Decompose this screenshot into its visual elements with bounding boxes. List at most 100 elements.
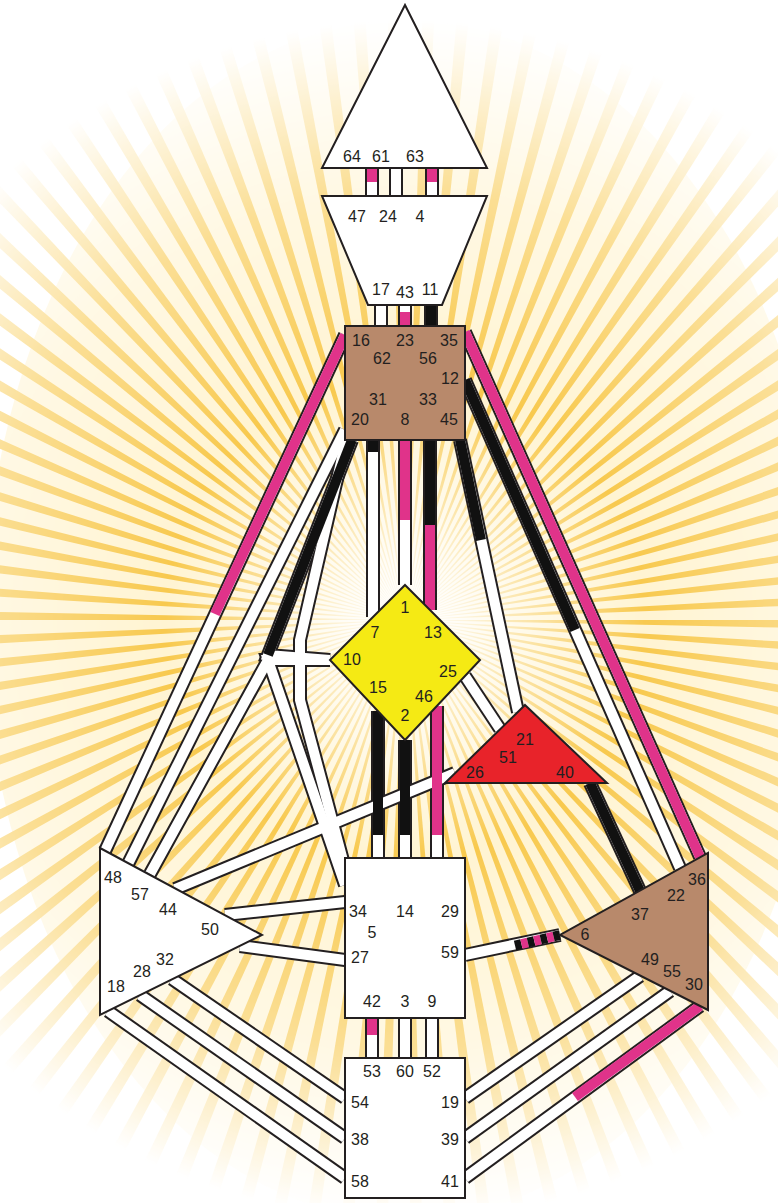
gate-number: 36 xyxy=(688,872,706,888)
gate-number: 15 xyxy=(369,680,387,696)
gate-number: 1 xyxy=(401,600,410,616)
gate-number: 54 xyxy=(351,1095,369,1111)
channel xyxy=(371,711,385,858)
gate-number: 26 xyxy=(466,765,484,781)
gate-number: 61 xyxy=(372,149,390,165)
gate-number: 62 xyxy=(373,351,391,367)
activation-stripe xyxy=(515,944,521,946)
gate-number: 9 xyxy=(428,994,437,1010)
center-outline xyxy=(100,848,262,1015)
activation xyxy=(425,440,435,525)
channel xyxy=(366,440,380,617)
gate-number: 57 xyxy=(131,887,149,903)
gate-number: 34 xyxy=(349,904,367,920)
channel xyxy=(423,440,437,610)
gate-number: 8 xyxy=(401,412,410,428)
gate-number: 30 xyxy=(685,977,703,993)
energy-center: 341429527594239 xyxy=(345,858,465,1018)
activation-stripe xyxy=(547,937,553,939)
channel-fill xyxy=(426,305,436,326)
activation xyxy=(425,525,435,610)
gate-number: 43 xyxy=(396,285,414,301)
channel xyxy=(398,740,412,858)
gate-number: 38 xyxy=(351,1132,369,1148)
energy-center: 3622 37 6 495530 xyxy=(560,853,708,1010)
channel xyxy=(590,783,640,891)
gate-number: 6 xyxy=(581,927,590,943)
channel-fill xyxy=(400,740,410,858)
channel-fill xyxy=(465,380,680,868)
gate-number: 27 xyxy=(351,950,369,966)
gate-number: 42 xyxy=(363,994,381,1010)
channel-fill xyxy=(108,1011,345,1178)
channel-fill xyxy=(391,168,401,196)
channel-fill xyxy=(465,991,670,1138)
activation-stripe xyxy=(528,941,534,943)
activation xyxy=(400,740,410,835)
activation xyxy=(465,380,575,630)
energy-center: 48574450322818 xyxy=(100,848,262,1015)
channel-fill xyxy=(376,305,386,326)
gate-number: 58 xyxy=(351,1174,369,1190)
gate-number: 3 xyxy=(401,994,410,1010)
channel xyxy=(425,168,439,196)
energy-center: 646163 xyxy=(322,5,487,168)
channel-fill xyxy=(432,706,442,858)
channel-fills xyxy=(105,168,700,1178)
gate-number: 63 xyxy=(406,149,424,165)
energy-center: 1713102515462 xyxy=(330,585,480,740)
channel-fill xyxy=(367,1018,377,1058)
center-outline xyxy=(345,1058,465,1198)
gate-number: 32 xyxy=(156,952,174,968)
gate-number: 44 xyxy=(159,902,177,918)
channel xyxy=(430,706,444,858)
channel-fill xyxy=(465,676,500,729)
activation xyxy=(432,706,442,835)
gate-number: 22 xyxy=(667,888,685,904)
activation xyxy=(460,440,481,540)
channel-fill xyxy=(425,440,435,610)
gate-number: 31 xyxy=(369,392,387,408)
gate-number: 39 xyxy=(441,1132,459,1148)
gate-number: 49 xyxy=(641,952,659,968)
activation xyxy=(575,1006,700,1097)
channel-fill xyxy=(590,783,640,891)
gate-number: 40 xyxy=(556,765,574,781)
channel xyxy=(108,1011,345,1178)
channel-fill xyxy=(373,711,383,858)
gate-number: 18 xyxy=(107,979,125,995)
channel-fill xyxy=(268,660,345,885)
gate-number: 50 xyxy=(201,922,219,938)
channel xyxy=(398,305,412,326)
gate-number: 7 xyxy=(371,625,380,641)
sun-ray xyxy=(405,467,778,620)
activation xyxy=(426,305,436,326)
center-outline xyxy=(330,585,480,740)
gate-number: 29 xyxy=(441,904,459,920)
center-outline xyxy=(322,5,487,168)
gate-number: 33 xyxy=(419,392,437,408)
channel-fill xyxy=(367,168,377,196)
channel xyxy=(465,676,500,729)
channel-fill xyxy=(400,305,410,326)
channel-fill xyxy=(400,1018,410,1058)
activation xyxy=(215,335,345,614)
channel xyxy=(398,440,412,585)
sun-ray xyxy=(31,0,405,620)
channel xyxy=(140,995,345,1138)
channel-fill xyxy=(465,1006,700,1178)
center-outline xyxy=(345,858,465,1018)
activation xyxy=(373,711,383,835)
gate-number: 37 xyxy=(631,907,649,923)
channel xyxy=(398,1018,412,1058)
gate-number: 55 xyxy=(663,964,681,980)
gate-number: 59 xyxy=(441,945,459,961)
activation xyxy=(427,168,437,182)
gate-number: 35 xyxy=(440,333,458,349)
gate-number: 48 xyxy=(104,870,122,886)
center-outline xyxy=(445,705,607,783)
activation-stripe xyxy=(541,938,547,940)
